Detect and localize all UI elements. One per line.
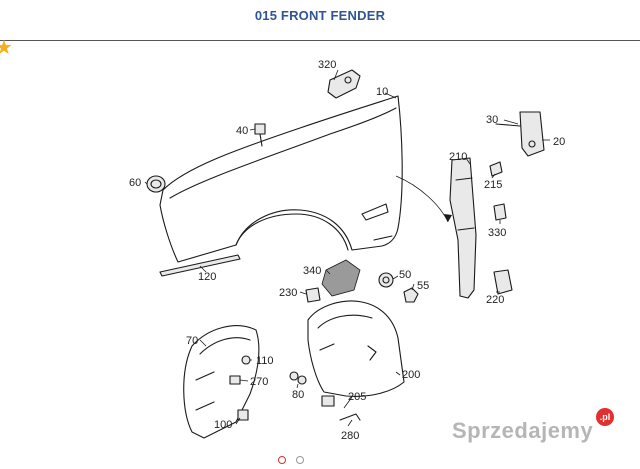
leader-lines (144, 69, 550, 427)
callout-55[interactable]: 55 (417, 280, 429, 292)
clip-220-part (493, 269, 513, 295)
watermark-badge: .pl (596, 408, 614, 426)
callout-120[interactable]: 120 (198, 271, 216, 283)
callout-205[interactable]: 205 (348, 391, 366, 403)
callout-330[interactable]: 330 (488, 227, 506, 239)
callout-215[interactable]: 215 (484, 179, 502, 191)
bracket-320-part (327, 69, 361, 99)
callout-340[interactable]: 340 (303, 265, 321, 277)
clip-330-part (493, 203, 507, 221)
clip-230-part (305, 287, 321, 303)
callout-200[interactable]: 200 (402, 369, 420, 381)
assembly-arrow (395, 175, 449, 223)
diagram-frame (0, 40, 640, 461)
nut-55-part (403, 287, 419, 303)
callout-230[interactable]: 230 (279, 287, 297, 299)
callout-100[interactable]: 100 (214, 419, 232, 431)
carousel-dot-1[interactable] (278, 456, 286, 464)
screw-110-part (241, 355, 251, 365)
callout-320[interactable]: 320 (318, 59, 336, 71)
bracket-210-part (449, 157, 477, 299)
page-title: 015 FRONT FENDER (254, 8, 386, 23)
strip-120-part (159, 254, 241, 277)
plug-60-part (146, 175, 166, 193)
callout-80[interactable]: 80 (292, 389, 304, 401)
hinge-20-part (495, 111, 545, 157)
callout-220[interactable]: 220 (486, 294, 504, 306)
callout-70[interactable]: 70 (186, 335, 198, 347)
callout-270[interactable]: 270 (250, 376, 268, 388)
callout-30[interactable]: 30 (486, 114, 498, 126)
callout-labels: 320 10 40 30 20 60 210 215 330 120 340 5… (129, 59, 565, 442)
callout-210[interactable]: 210 (449, 151, 467, 163)
callout-60[interactable]: 60 (129, 177, 141, 189)
nut-50-part (378, 272, 394, 288)
carousel-dots (278, 451, 310, 464)
callout-40[interactable]: 40 (236, 125, 248, 137)
callout-10[interactable]: 10 (376, 86, 388, 98)
wheel-liner-70-part (183, 325, 260, 439)
pad-340-part (321, 259, 361, 297)
callout-110[interactable]: 110 (256, 355, 274, 367)
wheel-liner-200-part (307, 300, 405, 421)
screw-270-part (229, 375, 241, 385)
carousel-dot-2[interactable] (296, 456, 305, 464)
callout-50[interactable]: 50 (399, 269, 411, 281)
front-fender-part (159, 95, 403, 263)
watermark-text: Sprzedajemy (452, 418, 594, 443)
clip-215-part (489, 161, 503, 177)
callout-20[interactable]: 20 (553, 136, 565, 148)
star-icon[interactable]: ★ (0, 37, 13, 59)
arrow-head (444, 214, 452, 222)
screw-80-part (289, 371, 307, 385)
callout-280[interactable]: 280 (341, 430, 359, 442)
